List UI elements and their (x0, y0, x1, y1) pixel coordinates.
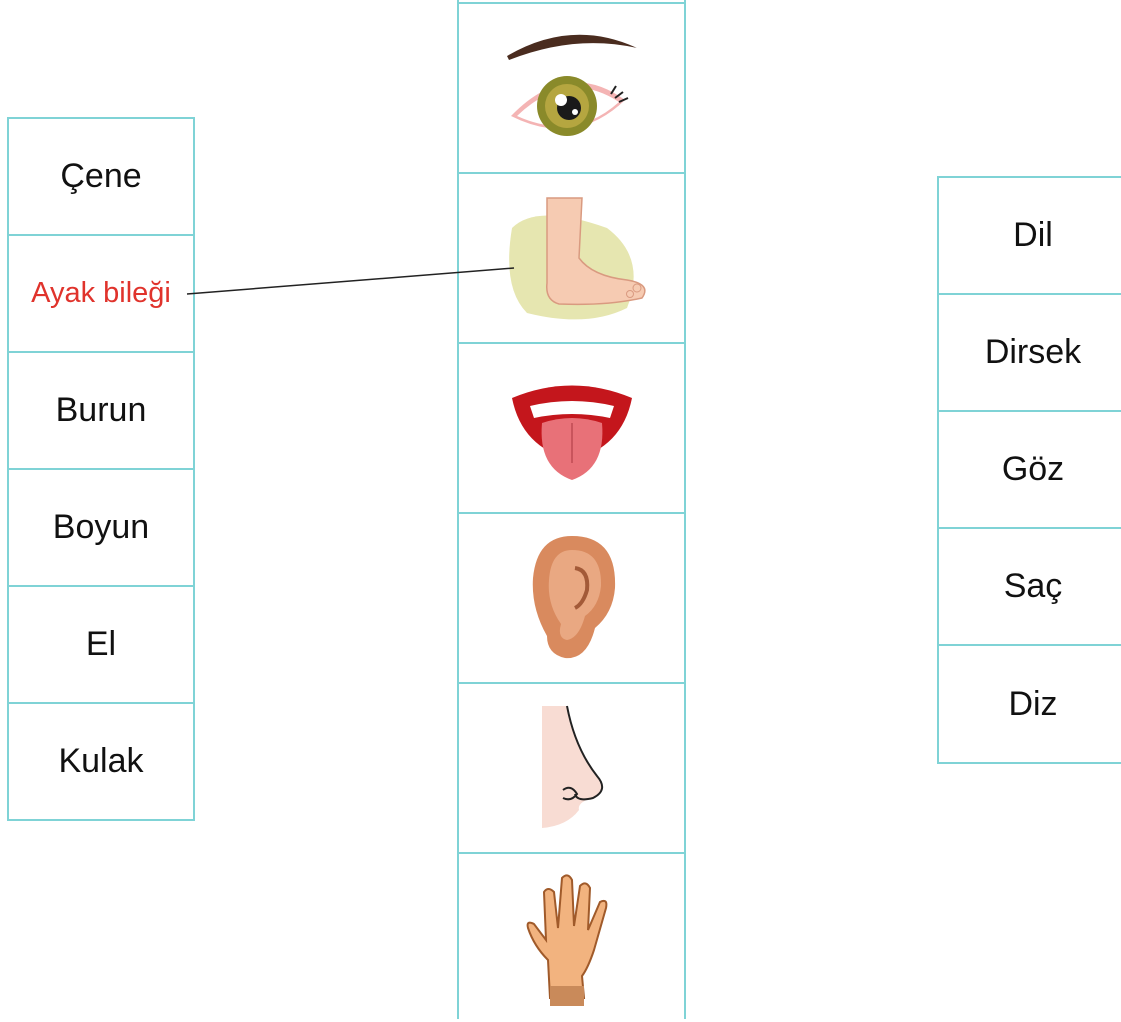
left-word-label: Boyun (53, 508, 149, 547)
nose-icon (527, 698, 617, 838)
picture-cell-tongue[interactable] (459, 342, 684, 512)
left-word-label: El (86, 625, 116, 664)
left-word-kulak[interactable]: Kulak (9, 702, 193, 821)
picture-cell-foot[interactable] (459, 172, 684, 342)
ear-icon (517, 528, 627, 668)
left-word-burun[interactable]: Burun (9, 351, 193, 468)
right-word-diz[interactable]: Diz (939, 644, 1121, 764)
foot-icon (487, 188, 657, 328)
picture-cell-hand[interactable] (459, 852, 684, 1022)
right-word-label: Saç (1004, 567, 1063, 606)
right-word-dirsek[interactable]: Dirsek (939, 293, 1121, 410)
tongue-icon (502, 368, 642, 488)
left-word-label: Çene (60, 157, 141, 196)
left-word-label: Ayak bileği (31, 277, 171, 310)
left-word-el[interactable]: El (9, 585, 193, 702)
right-word-label: Dirsek (985, 333, 1081, 372)
right-word-column: Dil Dirsek Göz Saç Diz (937, 176, 1121, 764)
right-word-label: Diz (1008, 685, 1057, 724)
left-word-boyun[interactable]: Boyun (9, 468, 193, 585)
right-word-dil[interactable]: Dil (939, 176, 1121, 293)
left-word-column: Çene Ayak bileği Burun Boyun El Kulak (7, 117, 195, 821)
left-word-cene[interactable]: Çene (9, 117, 193, 234)
picture-column (457, 0, 686, 1019)
right-word-goz[interactable]: Göz (939, 410, 1121, 527)
picture-cell-nose[interactable] (459, 682, 684, 852)
right-word-sac[interactable]: Saç (939, 527, 1121, 644)
left-word-label: Kulak (58, 742, 143, 781)
left-word-label: Burun (56, 391, 147, 430)
right-word-label: Göz (1002, 450, 1064, 489)
right-word-label: Dil (1013, 216, 1053, 255)
left-word-ayak-bilegi[interactable]: Ayak bileği (9, 234, 193, 351)
picture-cell-eye[interactable] (459, 2, 684, 172)
hand-icon (512, 868, 632, 1008)
eye-icon (497, 28, 647, 148)
picture-cell-ear[interactable] (459, 512, 684, 682)
